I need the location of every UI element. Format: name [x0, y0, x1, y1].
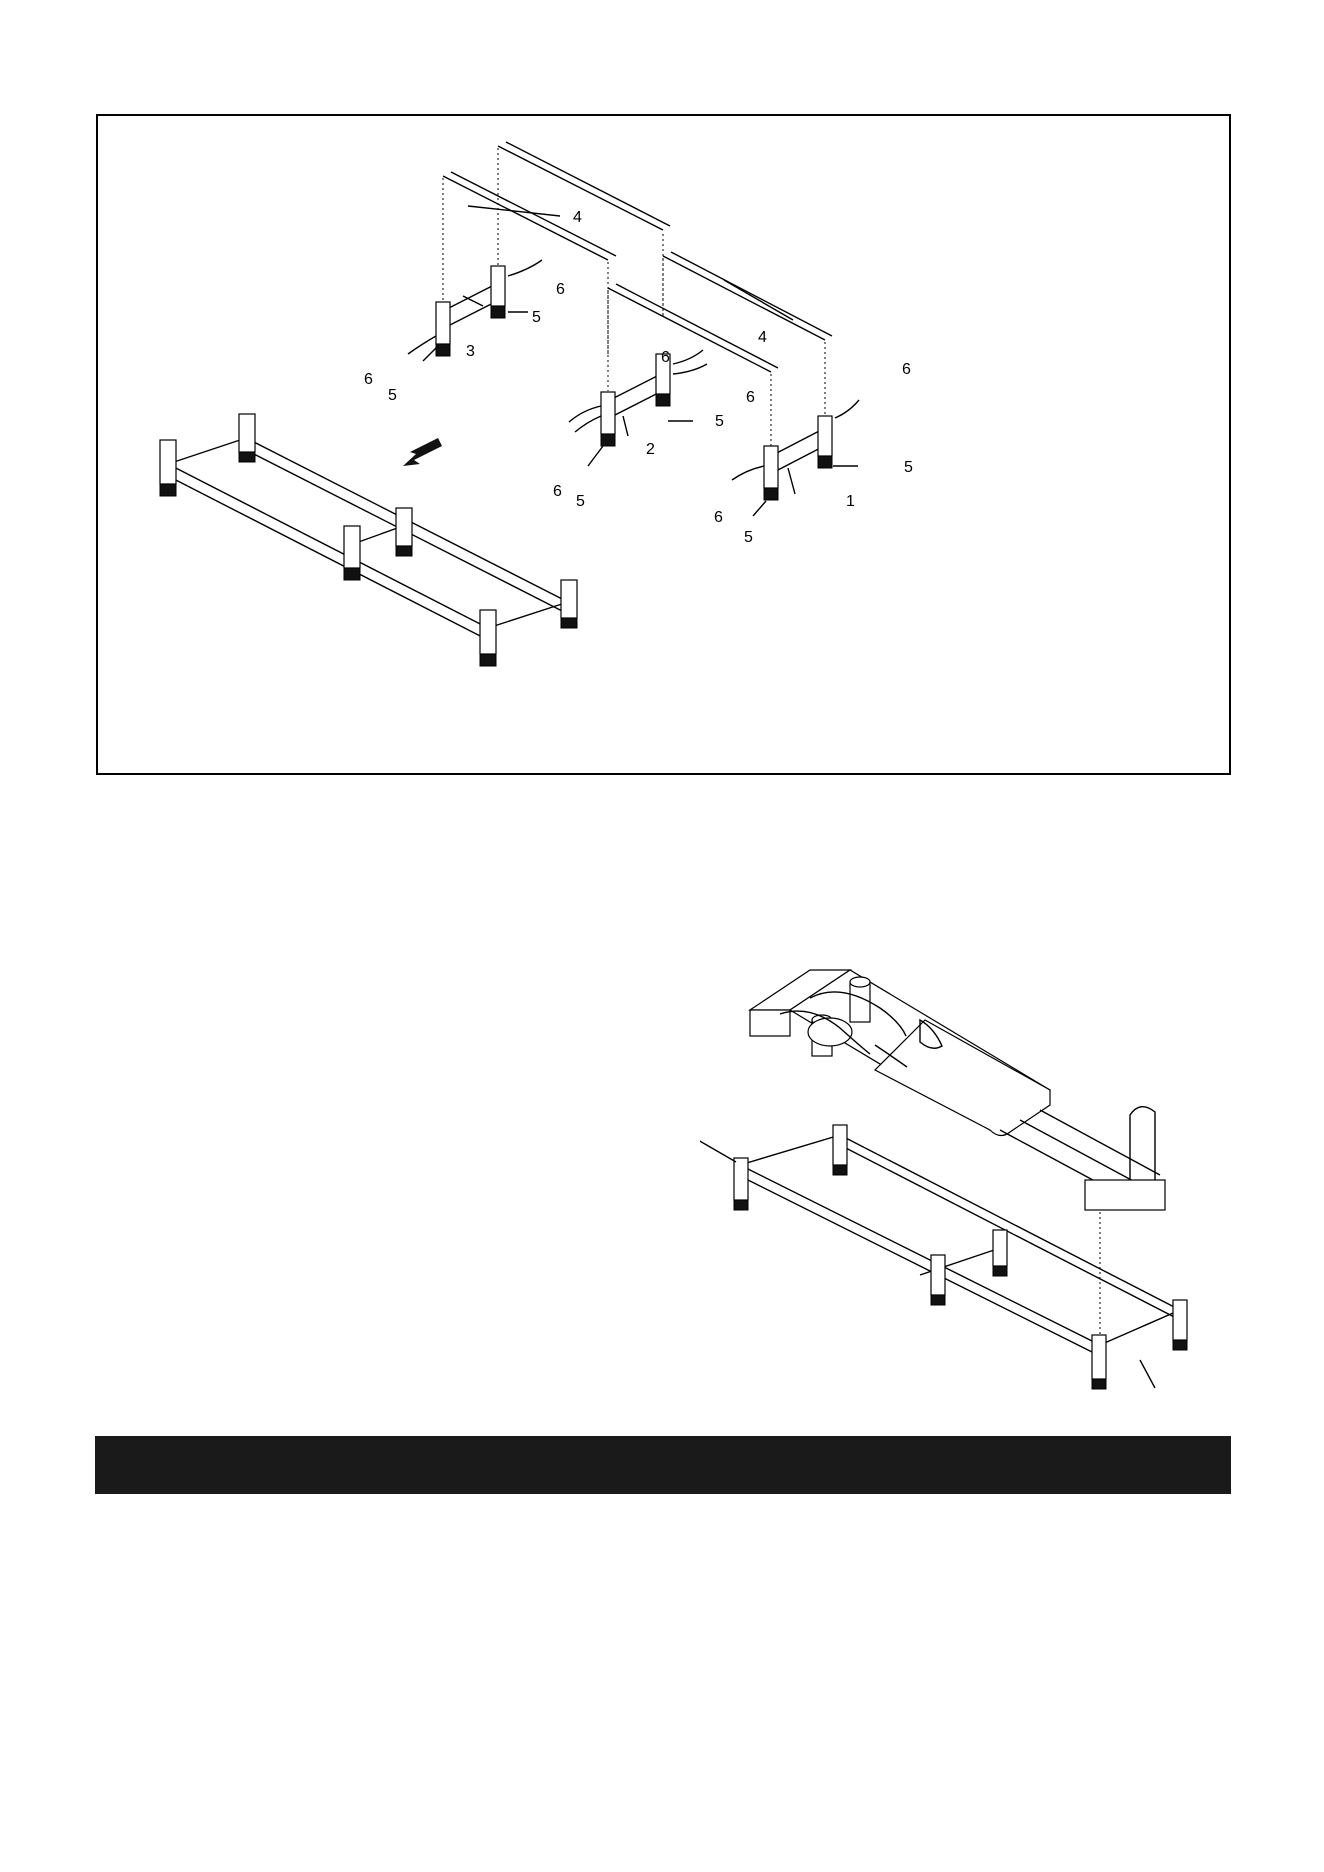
exploded-assembly-diagram: 4 4 6 5 3 6 5 6 6 5 2 6 5 6 5 1 6 5 [98, 116, 1229, 773]
part-3-crossbar [408, 260, 542, 356]
reformer-unit [750, 970, 1165, 1210]
callout-5: 5 [904, 459, 913, 476]
section-header-band [95, 1436, 1231, 1494]
callout-6: 6 [661, 349, 670, 366]
handle-bars [443, 142, 832, 372]
figure-1-frame: 4 4 6 5 3 6 5 6 6 5 2 6 5 6 5 1 6 5 [96, 114, 1231, 775]
callout-3: 3 [466, 343, 475, 360]
callout-6: 6 [556, 281, 565, 298]
callout-6: 6 [902, 361, 911, 378]
callout-4: 4 [573, 209, 582, 226]
callout-5: 5 [388, 387, 397, 404]
callout-6: 6 [553, 483, 562, 500]
callout-5: 5 [744, 529, 753, 546]
base-frame [700, 1125, 1187, 1389]
callout-1: 1 [846, 493, 855, 510]
callout-6: 6 [364, 371, 373, 388]
callout-5: 5 [532, 309, 541, 326]
part-2-crossbar [569, 350, 707, 446]
callout-6: 6 [714, 509, 723, 526]
part-1-crossbar [732, 400, 859, 500]
reformer-assembly-diagram [700, 940, 1200, 1390]
callout-5: 5 [715, 413, 724, 430]
callout-labels: 4 4 6 5 3 6 5 6 6 5 2 6 5 6 5 1 6 5 [364, 209, 913, 546]
callout-5: 5 [576, 493, 585, 510]
callout-4: 4 [758, 329, 767, 346]
callout-2: 2 [646, 441, 655, 458]
direction-arrow [403, 438, 442, 466]
callout-leaders [423, 206, 858, 516]
figure-2-reformer-on-frame [700, 940, 1200, 1390]
assembled-base-frame [160, 414, 577, 666]
callout-6: 6 [746, 389, 755, 406]
